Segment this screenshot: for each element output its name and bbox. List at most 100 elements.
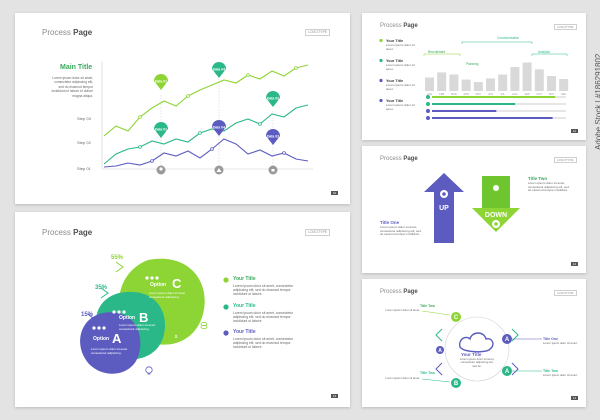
list-marker <box>379 98 383 103</box>
option-a-desc: Lorem ipsum dolor sit amet consectetur a… <box>91 347 128 355</box>
bar-month-label: APR <box>463 92 468 96</box>
gear-icon <box>426 102 430 106</box>
data-point <box>138 145 142 149</box>
slide-bar-chart[interactable]: Process Page LOGOTYPE Your Title Lorem i… <box>362 13 586 140</box>
bracket-analysis <box>531 53 568 56</box>
bubble-a <box>80 312 141 374</box>
down-label: DOWN <box>485 212 507 219</box>
bracket-communication <box>461 41 533 44</box>
drop-icon-inner <box>442 192 446 196</box>
item-text: Lorem ipsum dolor sit amet. <box>386 103 415 111</box>
option-a-label: Option <box>93 336 109 342</box>
node-a <box>502 334 512 344</box>
node-left <box>436 346 444 354</box>
item-text: Lorem ipsum dolor sit amet, consectetur … <box>233 311 294 324</box>
list-marker <box>379 78 383 83</box>
lightbulb-icon <box>145 366 153 375</box>
data-point <box>294 66 298 70</box>
node-left-letter: A <box>438 348 442 354</box>
bar <box>425 77 434 91</box>
node-b <box>451 378 461 388</box>
step-02-label: Step 02 <box>77 140 91 145</box>
check-icon-inner <box>494 222 498 226</box>
pin-label: Data 03 <box>267 134 279 138</box>
data-pin: Data 01 <box>154 122 168 138</box>
up-arrow <box>424 173 464 243</box>
cycle-arrow <box>511 362 519 376</box>
pin-label: Data 01 <box>155 79 167 83</box>
page-number: 10 <box>331 191 338 195</box>
page-title: Process Page <box>42 228 93 237</box>
logotype: LOGOTYPE <box>305 229 331 236</box>
list-marker <box>223 304 229 310</box>
bar-month-label: FEB <box>439 92 444 96</box>
cycle-center-text: Lorem ipsum dolor sit amet, consectetur … <box>459 357 495 368</box>
title-two-body: Lorem ipsum dolor sit amet, consectetur … <box>528 181 569 193</box>
page-title: Process Page <box>42 28 93 37</box>
logotype: LOGOTYPE <box>305 29 331 36</box>
letter-a: A <box>112 331 122 346</box>
gear-icon <box>493 185 499 191</box>
data-point <box>258 122 262 126</box>
data-point <box>186 94 190 98</box>
up-label: UP <box>439 205 449 212</box>
cycle-label-bl: Title Two <box>420 371 435 375</box>
list-marker <box>379 58 383 63</box>
bar <box>486 78 495 91</box>
pct-c-marker <box>115 261 124 273</box>
item-title: Your Title <box>386 99 404 103</box>
item-text: Lorem ipsum dolor sit amet. <box>386 43 415 51</box>
page-number: 14 <box>571 396 578 400</box>
item-text: Lorem ipsum dolor sit amet. <box>386 63 415 71</box>
item-title: Your Title <box>233 329 256 335</box>
label-recruitment: Recruitment <box>428 50 446 54</box>
bar-month-label: DEC <box>561 92 567 96</box>
stock-watermark-id: Adobe Stock | #186291802 <box>594 53 600 150</box>
slide-line-chart[interactable]: Process Page LOGOTYPE Main Title Lorem i… <box>15 13 350 204</box>
option-bubbles: A B C Option Option Option 15% 35% 55% $ <box>80 255 229 375</box>
slide-circles[interactable]: Process Page LOGOTYPE A B C Option Optio… <box>15 212 350 407</box>
progress-fill <box>432 117 553 119</box>
cycle-center-title: Your Title <box>461 352 482 357</box>
bar <box>473 82 483 91</box>
data-pin: Data 04 <box>212 120 226 136</box>
item-title: Your Title <box>386 59 404 63</box>
option-b-label: Option <box>119 315 135 321</box>
item-title: Your Title <box>233 303 256 309</box>
slide-cycle[interactable]: Process Page LOGOTYPE C B A A A Your Tit… <box>362 279 586 407</box>
cycle-text-r: Lorem ipsum dolor sit amet. <box>543 341 578 345</box>
data-pin: Data 04 <box>212 62 226 78</box>
bar <box>498 74 508 91</box>
page-number: 12 <box>571 262 578 266</box>
series-teal-line <box>103 104 309 165</box>
title-one: Title One <box>380 220 400 225</box>
cycle-arrow <box>435 328 443 342</box>
bar <box>510 67 520 91</box>
cycle-text-bl: Lorem ipsum dolor sit amet. <box>385 376 420 380</box>
up-down-arrows: UP DOWN <box>424 173 520 243</box>
bar-month-label: JAN <box>427 92 432 96</box>
money-bag-icon: $ <box>171 331 181 341</box>
lightbulb-icon <box>156 165 166 175</box>
pct-a: 15% <box>81 312 94 318</box>
bar <box>547 76 556 91</box>
label-communication: Communication <box>497 36 520 40</box>
bar-month-label: JUN <box>488 92 493 96</box>
page-number: 11 <box>571 129 578 133</box>
pct-a-marker <box>87 313 95 325</box>
pct-b: 35% <box>95 285 108 291</box>
page-title: Process Page <box>380 23 418 29</box>
logotype: LOGOTYPE <box>554 157 577 163</box>
bar <box>559 79 569 91</box>
pin-label: Data 01 <box>155 127 167 131</box>
slide-up-down[interactable]: Process Page LOGOTYPE UP DOWN Title One … <box>362 146 586 273</box>
pin-label: Data 03 <box>267 96 279 100</box>
cycle-text-tl: Lorem ipsum dolor sit amet. <box>385 308 420 312</box>
label-analysis: Analysis <box>538 50 550 54</box>
progress-fill <box>432 96 556 98</box>
bar-month-label: AUG <box>512 92 518 96</box>
bar-month-label: MAR <box>451 92 457 96</box>
label-planning: Planning <box>466 62 479 66</box>
